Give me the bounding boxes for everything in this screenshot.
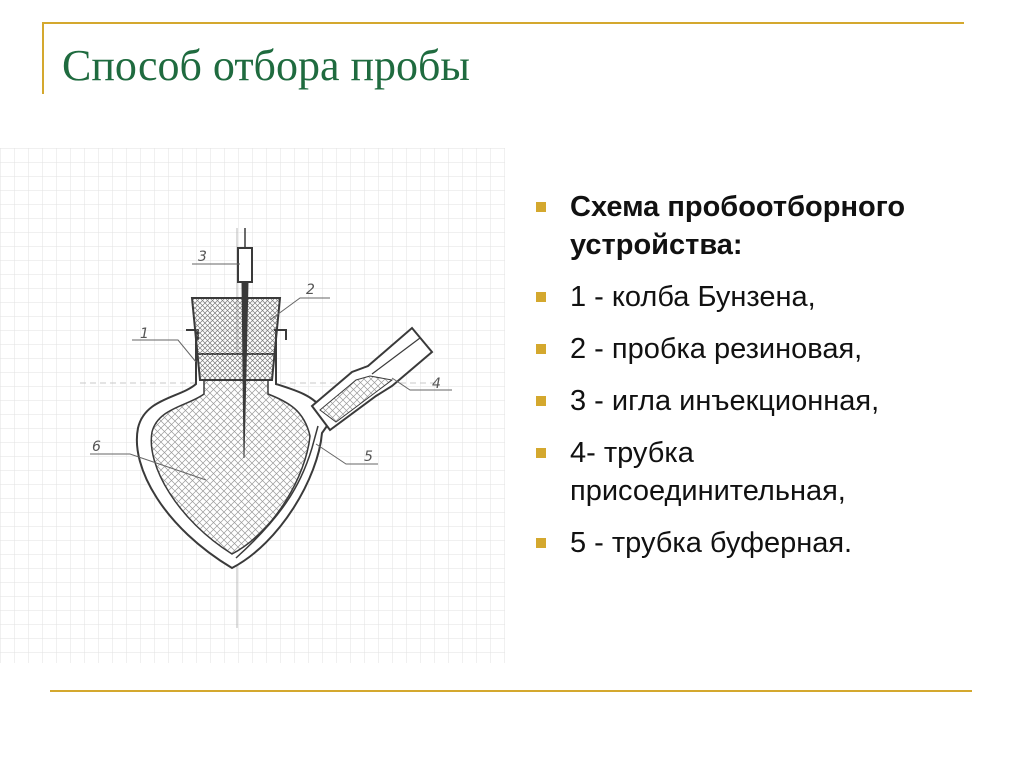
leader-4 <box>391 377 452 391</box>
bullet-marker <box>536 448 546 458</box>
leader-6 <box>90 453 207 481</box>
callout-4: 4 <box>432 376 441 392</box>
sampler-diagram: 1 2 3 4 5 6 <box>0 148 505 663</box>
legend-item-text: 1 - колба Бунзена, <box>570 281 816 313</box>
leader-1 <box>132 339 197 363</box>
legend-item-1: 1 - колба Бунзена, <box>536 278 976 316</box>
legend-item-text: 4- трубка присоединительная, <box>570 437 846 507</box>
legend-item-4: 4- трубка присоединительная, <box>536 434 976 510</box>
legend-item-3: 3 - игла инъекционная, <box>536 382 976 420</box>
callout-5: 5 <box>364 449 373 465</box>
rubber-stopper <box>190 297 282 381</box>
flask-contents <box>150 379 311 555</box>
title-accent-horizontal <box>42 22 964 24</box>
bullet-marker <box>536 344 546 354</box>
title-accent-vertical <box>42 22 44 94</box>
bullet-marker <box>536 538 546 548</box>
slide-title: Способ отбора пробы <box>62 41 470 90</box>
callout-1: 1 <box>140 326 149 342</box>
legend-item-5: 5 - трубка буферная. <box>536 524 976 562</box>
needle <box>241 281 249 459</box>
callout-6: 6 <box>92 439 101 455</box>
bullet-marker <box>536 292 546 302</box>
legend-item-text: 2 - пробка резиновая, <box>570 333 863 365</box>
leader-2 <box>269 297 330 321</box>
connector-tube-fill <box>319 375 394 423</box>
callout-2: 2 <box>306 282 315 298</box>
footer-rule <box>50 690 972 692</box>
legend-heading: Схема пробоотборного устройства: <box>536 188 976 264</box>
neck-rim-right <box>274 329 287 340</box>
needle-hub <box>237 247 253 283</box>
legend-item-text: 3 - игла инъекционная, <box>570 385 880 417</box>
legend-list: Схема пробоотборного устройства: 1 - кол… <box>536 188 976 576</box>
connector-tube-bore <box>371 337 421 375</box>
leader-5 <box>315 443 378 465</box>
legend-item-2: 2 - пробка резиновая, <box>536 330 976 368</box>
bullet-marker <box>536 396 546 406</box>
legend-heading-text: Схема пробоотборного устройства: <box>570 191 906 261</box>
buffer-tube <box>235 425 319 559</box>
legend-item-text: 5 - трубка буферная. <box>570 527 853 559</box>
callout-3: 3 <box>198 249 207 265</box>
bullet-marker <box>536 202 546 212</box>
